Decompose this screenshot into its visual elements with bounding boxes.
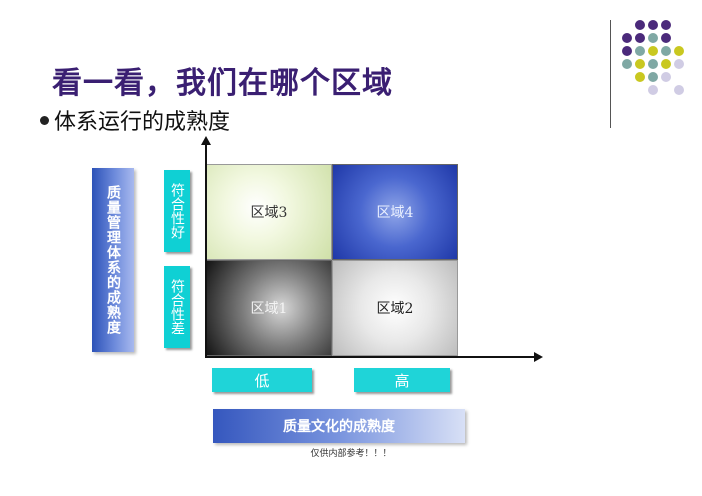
x-axis-title: 质量文化的成熟度 [213, 409, 465, 443]
x-label-low: 低 [212, 368, 312, 392]
x-axis-arrow-icon [534, 352, 543, 362]
x-axis-line [205, 356, 535, 358]
decorative-dot [648, 72, 658, 82]
bullet-icon [40, 115, 49, 125]
decorative-dot [674, 85, 684, 95]
decorative-dot [622, 46, 632, 56]
decorative-dot [661, 33, 671, 43]
quadrant-1-label: 区域1 [250, 301, 288, 317]
y-axis-title: 质量管理体系的成熟度 [92, 168, 134, 352]
quadrant-2: 区域2 [332, 260, 458, 356]
decorative-dot [674, 59, 684, 69]
bullet-point: 体系运行的成熟度 [40, 104, 230, 136]
quadrant-2-label: 区域2 [376, 301, 414, 317]
y-label-good: 符合性好 [164, 170, 190, 252]
footer-note: 仅供内部参考！！！ [310, 449, 392, 459]
decorative-dot [648, 59, 658, 69]
decorative-dot [661, 59, 671, 69]
slide-title: 看一看，我们在哪个区域 [52, 66, 393, 101]
decorative-dot [635, 46, 645, 56]
quadrant-4: 区域4 [332, 164, 458, 260]
decorative-dot [635, 33, 645, 43]
bullet-text: 体系运行的成熟度 [54, 110, 231, 135]
quadrant-4-label: 区域4 [376, 205, 414, 221]
decorative-dot [674, 46, 684, 56]
decorative-dot [635, 20, 645, 30]
y-axis-arrow-icon [201, 136, 211, 145]
decorative-dot [622, 59, 632, 69]
x-label-high: 高 [354, 368, 450, 392]
decorative-divider [610, 20, 611, 128]
y-axis-line [205, 144, 207, 358]
quadrant-1: 区域1 [206, 260, 332, 356]
decorative-dot [635, 59, 645, 69]
decorative-dot [635, 72, 645, 82]
quadrant-3-label: 区域3 [250, 205, 288, 221]
decorative-dot [648, 20, 658, 30]
decorative-dot [648, 33, 658, 43]
decorative-dot [661, 72, 671, 82]
decorative-dot [661, 46, 671, 56]
quadrant-3: 区域3 [206, 164, 332, 260]
decorative-dot [648, 85, 658, 95]
decorative-dot [648, 46, 658, 56]
y-label-bad: 符合性差 [164, 266, 190, 348]
decorative-dot [661, 20, 671, 30]
decorative-dot-grid [622, 20, 692, 114]
decorative-dot [622, 33, 632, 43]
